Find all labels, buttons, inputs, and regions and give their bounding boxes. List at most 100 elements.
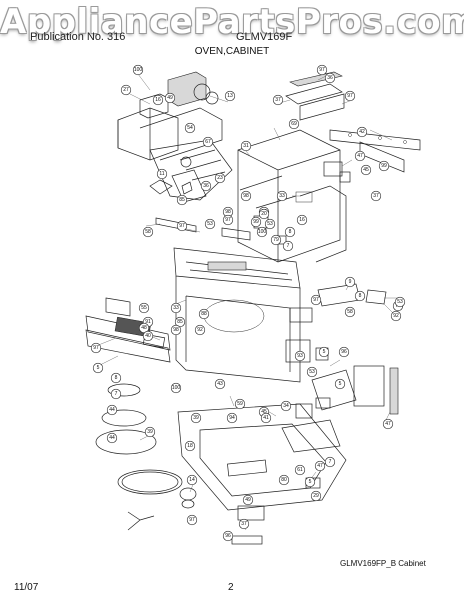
callout-58: 58 <box>344 306 356 318</box>
callout-47: 47 <box>354 150 366 162</box>
callout-label: 53 <box>397 299 403 305</box>
callout-59: 59 <box>234 398 246 410</box>
callout-label: 100 <box>172 385 181 391</box>
callout-circle <box>170 302 182 314</box>
callout-label: 9 <box>349 279 352 285</box>
callout-circle <box>120 84 132 96</box>
callout-label: 97 <box>189 517 195 523</box>
callout-99: 99 <box>378 160 390 172</box>
publication-number: Publication No. 316 <box>30 31 126 43</box>
callout-label: 42 <box>359 129 365 135</box>
callout-33: 33 <box>276 190 288 202</box>
callout-label: 59 <box>237 401 243 407</box>
callout-circle <box>240 140 252 152</box>
callout-29: 29 <box>310 490 322 502</box>
callout-5: 5 <box>334 378 346 390</box>
callout-circle <box>284 226 296 238</box>
callout-label: 44 <box>109 407 115 413</box>
callout-label: 23 <box>217 175 223 181</box>
callout-42: 42 <box>356 126 368 138</box>
callout-label: 53 <box>309 369 315 375</box>
callout-label: 99 <box>381 163 387 169</box>
callout-80: 80 <box>278 474 290 486</box>
magnetron-transformer <box>285 307 399 415</box>
callout-label: 97 <box>347 93 353 99</box>
callout-label: 14 <box>189 477 195 483</box>
callout-label: 49 <box>245 497 251 503</box>
callout-label: 7 <box>329 459 332 465</box>
callout-circle <box>272 94 284 106</box>
callout-100: 100 <box>170 382 182 394</box>
callout-label: 97 <box>93 345 99 351</box>
callout-circle <box>256 226 268 238</box>
callout-36: 36 <box>324 72 336 84</box>
callout-9: 9 <box>344 276 356 288</box>
callout-98: 98 <box>170 324 182 336</box>
callout-label: 98 <box>173 327 179 333</box>
callout-circle <box>294 464 306 476</box>
fan-duct-assembly <box>117 71 233 203</box>
footer-page-number: 2 <box>228 582 234 593</box>
callout-circle <box>110 372 122 384</box>
callout-circle <box>324 456 336 468</box>
callout-label: 39 <box>147 429 153 435</box>
callout-label: 47 <box>357 153 363 159</box>
callout-label: 41 <box>263 415 269 421</box>
callout-circle <box>222 530 234 542</box>
footer-date: 11/07 <box>14 582 39 593</box>
outer-cabinet-wrapper <box>237 129 347 263</box>
callout-39: 39 <box>144 426 156 438</box>
callout-circle <box>280 400 292 412</box>
watermark-logo: AppliancePartsPros.com <box>0 2 464 42</box>
callout-circle <box>170 382 182 394</box>
callout-label: 80 <box>281 477 287 483</box>
callout-8: 8 <box>110 372 122 384</box>
callout-16: 16 <box>296 214 308 226</box>
callout-label: 94 <box>229 415 235 421</box>
callout-53: 53 <box>306 366 318 378</box>
callout-label: 97 <box>319 67 325 73</box>
callout-label: 5 <box>323 349 326 355</box>
callout-label: 92 <box>197 327 203 333</box>
callout-18: 18 <box>184 440 196 452</box>
callout-label: 39 <box>193 415 199 421</box>
callout-27: 27 <box>120 84 132 96</box>
callout-label: 36 <box>203 183 209 189</box>
callout-circle <box>354 150 366 162</box>
callout-label: 99 <box>253 219 259 225</box>
callout-circle <box>318 346 330 358</box>
callout-circle <box>324 72 336 84</box>
callout-label: 47 <box>317 463 323 469</box>
callout-label: 8 <box>115 375 118 381</box>
callout-circle <box>238 518 250 530</box>
callout-circle <box>184 122 196 134</box>
callout-circle <box>390 310 402 322</box>
callout-circle <box>222 214 234 226</box>
callout-label: 96 <box>225 533 231 539</box>
callout-97: 97 <box>176 220 188 232</box>
callout-44: 44 <box>106 432 118 444</box>
callout-circle <box>142 226 154 238</box>
callout-circle <box>394 296 406 308</box>
callout-circle <box>314 460 326 472</box>
callout-circle <box>214 172 226 184</box>
callout-97: 97 <box>222 214 234 226</box>
callout-79: 79 <box>270 234 282 246</box>
callout-7: 7 <box>324 456 336 468</box>
turntable-assembly <box>95 383 183 531</box>
callout-circle <box>186 474 198 486</box>
callout-11: 11 <box>156 168 168 180</box>
callout-circle <box>242 494 254 506</box>
thermostat-parts <box>253 161 351 245</box>
callout-circle <box>138 322 150 334</box>
callout-circle <box>344 306 356 318</box>
callout-37: 37 <box>272 94 284 106</box>
right-side-bracket <box>329 129 421 173</box>
callout-label: 98 <box>243 193 249 199</box>
callout-circle <box>200 180 212 192</box>
callout-label: 85 <box>179 197 185 203</box>
callout-circle <box>186 514 198 526</box>
callout-49: 49 <box>242 494 254 506</box>
callout-label: 31 <box>243 143 249 149</box>
